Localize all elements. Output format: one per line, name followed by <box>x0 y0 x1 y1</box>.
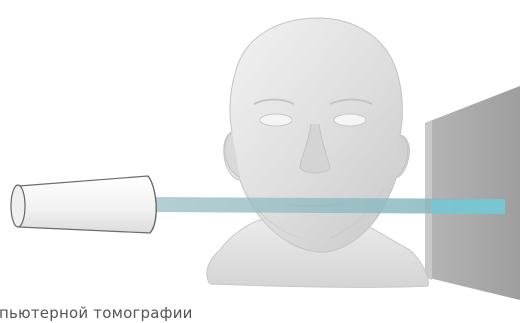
detector-panel-icon <box>425 86 520 300</box>
caption-text: пьютерной томографии <box>0 304 532 323</box>
caption-label: пьютерной томографии <box>0 304 193 322</box>
head-3d-model <box>224 18 410 252</box>
xray-beam-icon <box>150 197 505 214</box>
ct-emitter-cone-icon <box>11 176 156 233</box>
